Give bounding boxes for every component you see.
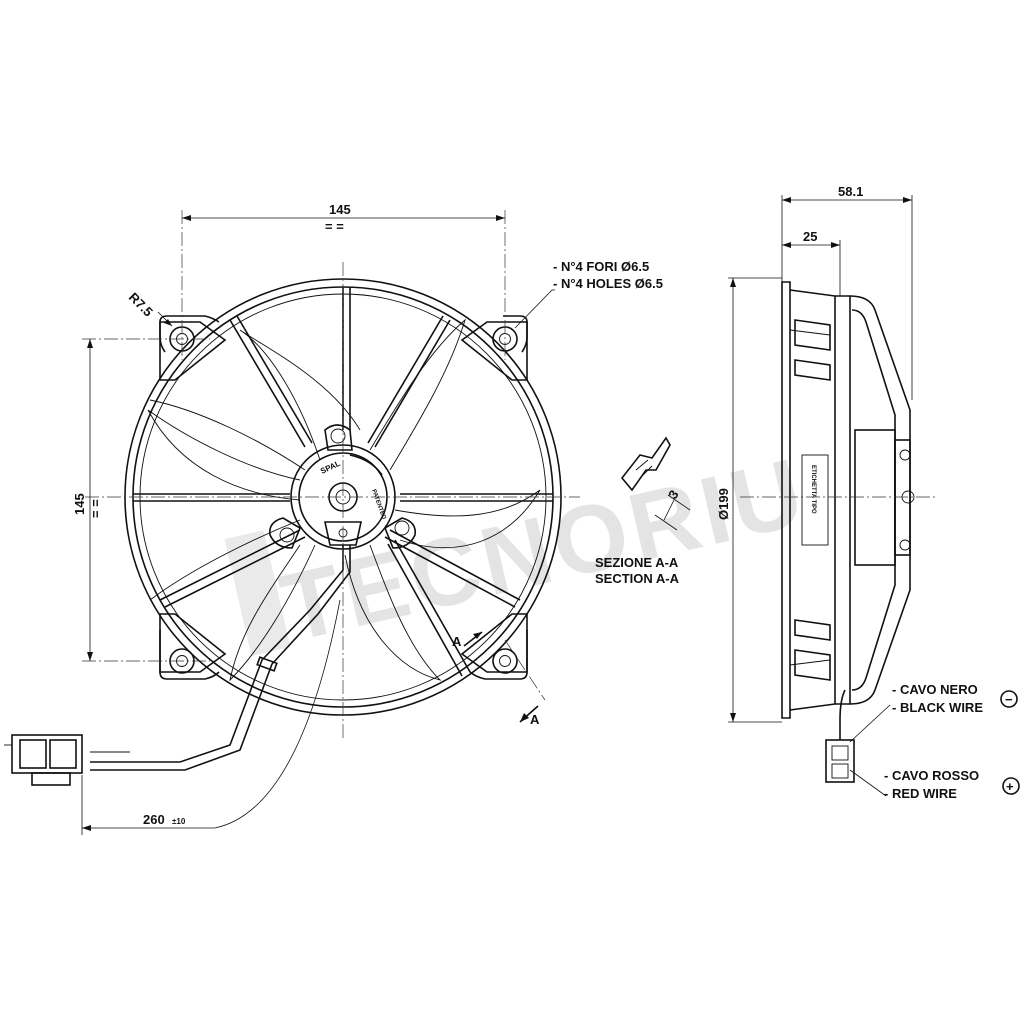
svg-text:260: 260 [143,812,165,827]
holes-callout: - N°4 FORI Ø6.5 - N°4 HOLES Ø6.5 [514,259,663,329]
mount-ear-br [460,613,528,674]
svg-text:145: 145 [72,493,87,515]
svg-text:25: 25 [803,229,817,244]
svg-text:A: A [530,712,540,727]
svg-text:- RED WIRE: - RED WIRE [884,786,957,801]
dim-radius: R7.5 [126,290,173,327]
svg-text:TECNORIU: TECNORIU [272,438,816,662]
connector [4,734,83,786]
svg-text:- BLACK WIRE: - BLACK WIRE [892,700,983,715]
dim-cable-length: 260 ±10 [81,599,341,835]
dim-depth-total: 58.1 [781,184,913,400]
svg-text:= =: = = [88,499,103,518]
svg-text:Ø199: Ø199 [716,488,731,520]
minus-symbol: − [1005,692,1013,707]
front-view: SPAL PATENTED [4,210,580,786]
svg-text:58.1: 58.1 [838,184,863,199]
dim-diameter: Ø199 [716,277,782,723]
svg-text:±10: ±10 [172,817,186,826]
section-marker-top: A [452,631,483,649]
svg-text:- N°4 FORI Ø6.5: - N°4 FORI Ø6.5 [553,259,649,274]
svg-text:A: A [452,634,462,649]
wire-callout-red: - CAVO ROSSO - RED WIRE + [849,768,1020,801]
section-marker-bottom: A [519,705,540,727]
svg-text:SPAL: SPAL [319,459,342,476]
wire-callout-black: - CAVO NERO - BLACK WIRE − [849,682,1018,743]
svg-text:145: 145 [329,202,351,217]
section-a-a: 3 SEZIONE A-A SECTION A-A [595,436,691,586]
svg-text:- N°4 HOLES Ø6.5: - N°4 HOLES Ø6.5 [553,276,663,291]
fan-blades [147,318,541,682]
side-view: ETICHETTA TIPO [740,281,935,783]
svg-text:- CAVO NERO: - CAVO NERO [892,682,978,697]
svg-text:R7.5: R7.5 [126,290,156,320]
svg-text:- CAVO ROSSO: - CAVO ROSSO [884,768,979,783]
dim-left-145: 145 = = [72,339,103,661]
dim-top-145: 145 = = [182,202,505,234]
svg-text:= =: = = [325,219,344,234]
svg-text:SECTION A-A: SECTION A-A [595,571,680,586]
svg-text:SEZIONE A-A: SEZIONE A-A [595,555,679,570]
svg-text:PATENTED: PATENTED [370,489,387,521]
plus-symbol: + [1006,779,1014,794]
dim-depth-partial: 25 [782,229,841,296]
svg-text:ETICHETTA TIPO: ETICHETTA TIPO [810,465,816,514]
watermark: TECNORIU [224,438,816,662]
